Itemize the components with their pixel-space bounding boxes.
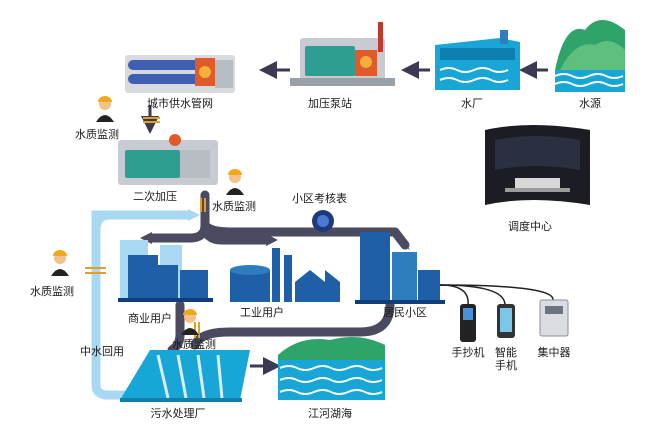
- plant-icon: [435, 30, 520, 90]
- label-monitor-1: 水质监测: [75, 128, 119, 141]
- label-commercial-user: 商业用户: [128, 312, 172, 325]
- reclaimed-water-pipe: [91, 209, 200, 400]
- label-water-plant: 水厂: [461, 97, 483, 110]
- label-secondary-pressure: 二次加压: [133, 190, 177, 203]
- label-pump-station: 加压泵站: [308, 97, 352, 110]
- label-reclaimed-water: 中水回用: [80, 345, 124, 358]
- meter-icon: [312, 210, 334, 232]
- label-monitor-4: 水质监测: [172, 338, 216, 351]
- sewage-plant-icon: [120, 350, 250, 402]
- factory-icon: [230, 248, 340, 302]
- label-monitor-2: 水质监测: [212, 200, 256, 213]
- label-city-network: 城市供水管网: [147, 97, 213, 110]
- label-community-meter: 小区考核表: [292, 192, 347, 205]
- building-icon: [118, 240, 213, 302]
- worker-icon: [51, 96, 244, 335]
- supply-arrows: [141, 61, 548, 375]
- mountain-icon: [554, 20, 625, 92]
- label-concentrator: 集中器: [537, 346, 571, 359]
- building-icon: [355, 232, 445, 304]
- label-water-source: 水源: [579, 97, 601, 110]
- secondary-pump-icon: [118, 134, 218, 185]
- label-industrial-user: 工业用户: [240, 306, 284, 319]
- distribution-pipes: [145, 190, 410, 355]
- label-sewage-plant: 污水处理厂: [150, 407, 206, 420]
- label-rivers-lakes: 江河湖海: [308, 407, 352, 420]
- label-handheld-reader: 手抄机: [451, 346, 485, 359]
- monitor-screen-icon: [485, 125, 590, 205]
- label-dispatch-center: 调度中心: [508, 220, 552, 233]
- pipe-valve-icon: [125, 55, 235, 93]
- concentrator-icon: [539, 299, 569, 337]
- pump-icon: [290, 22, 395, 86]
- phone-icon: [460, 304, 515, 342]
- terminal-links: [439, 284, 554, 306]
- river-icon: [278, 336, 385, 400]
- label-smart-phone: 智能手机: [495, 346, 517, 372]
- label-monitor-3: 水质监测: [30, 285, 74, 298]
- valve-markers: [85, 117, 206, 338]
- label-residential: 居民小区: [383, 306, 427, 319]
